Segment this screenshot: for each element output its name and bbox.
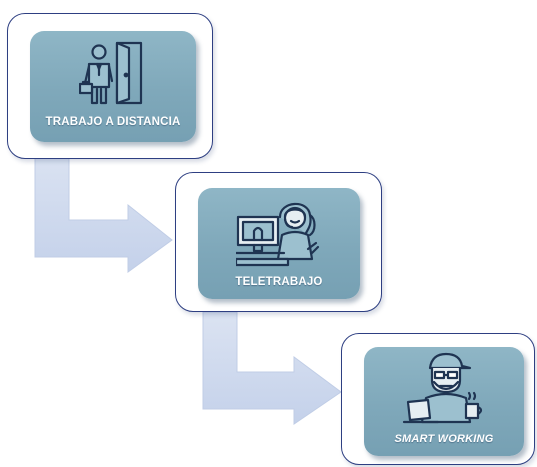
step-tile-trabajo-a-distancia: TRABAJO A DISTANCIA (30, 31, 196, 142)
woman-computer-icon (236, 202, 320, 267)
man-laptop-coffee-icon (402, 352, 483, 424)
step-label: SMART WORKING (394, 433, 494, 445)
step-label: TRABAJO A DISTANCIA (45, 116, 181, 128)
step-frame-smart-working: SMART WORKING (341, 333, 535, 465)
step-tile-teletrabajo: TELETRABAJO (198, 188, 360, 299)
connector-arrow-1 (34, 149, 173, 273)
step-label: TELETRABAJO (235, 276, 323, 288)
step-frame-teletrabajo: TELETRABAJO (175, 172, 382, 312)
step-tile-smart-working: SMART WORKING (364, 347, 524, 456)
person-door-icon (79, 41, 143, 105)
step-frame-trabajo-a-distancia: TRABAJO A DISTANCIA (7, 13, 213, 159)
connector-arrow-2 (202, 311, 342, 425)
